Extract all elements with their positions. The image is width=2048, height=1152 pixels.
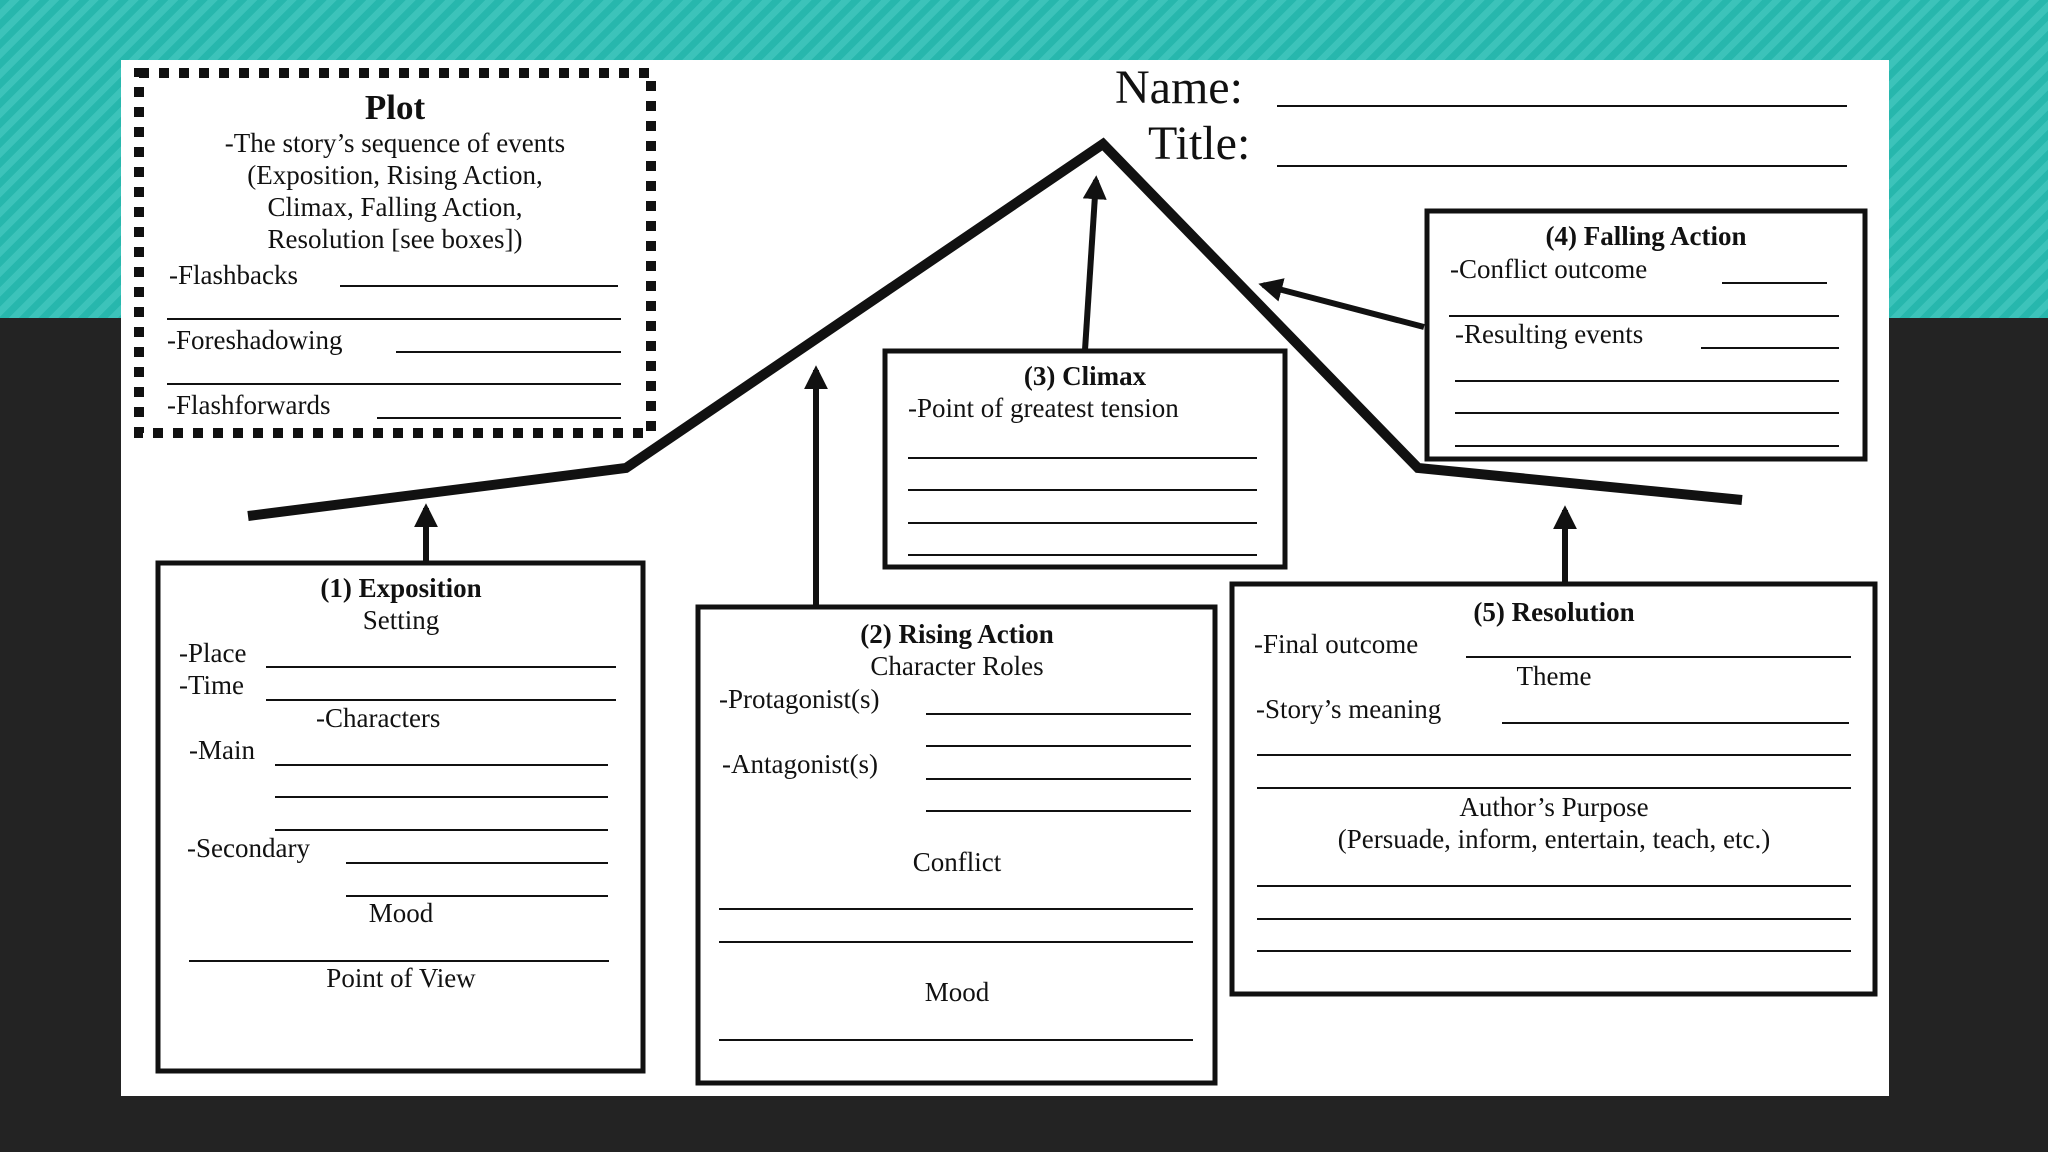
exposition-title: (1) Exposition [320, 573, 482, 603]
rising-action-antagonists: -Antagonist(s) [722, 749, 878, 779]
arrow-climax [1082, 175, 1107, 351]
plot-box-desc-line1: -The story’s sequence of events [224, 128, 566, 158]
climax-title: (3) Climax [1023, 361, 1147, 391]
exposition-secondary: -Secondary [187, 833, 310, 863]
title-label: Title: [1148, 117, 1251, 170]
plot-box-desc-line2: (Exposition, Rising Action, [247, 160, 543, 190]
plot-box-border [134, 68, 656, 438]
falling-action-title: (4) Falling Action [1545, 221, 1747, 251]
exposition-characters: -Characters [316, 703, 441, 733]
diagram-lines [134, 68, 1878, 1086]
rising-action-title: (2) Rising Action [860, 619, 1054, 649]
exposition-setting: Setting [362, 605, 440, 635]
climax-description: -Point of greatest tension [908, 393, 1179, 423]
resolution-title: (5) Resolution [1473, 597, 1635, 627]
resolution-theme: Theme [1516, 661, 1592, 691]
plot-diagram-worksheet: Name: Title: Plot -The story’s sequence … [121, 60, 1889, 1096]
arrow-falling-action [1258, 278, 1425, 330]
plot-box-title: Plot [364, 88, 426, 127]
exposition-main: -Main [189, 735, 255, 765]
resolution-purpose-examples: (Persuade, inform, entertain, teach, etc… [1337, 824, 1771, 854]
falling-action-resulting-events: -Resulting events [1455, 319, 1644, 349]
plot-box-desc-line4: Resolution [see boxes]) [267, 224, 523, 254]
name-label: Name: [1115, 61, 1243, 114]
exposition-place: -Place [179, 638, 247, 668]
plot-box-flashbacks: -Flashbacks [169, 260, 298, 290]
exposition-mood: Mood [368, 898, 434, 928]
plot-line [247, 137, 1743, 521]
falling-action-box-border [1424, 208, 1868, 462]
rising-action-character-roles: Character Roles [870, 651, 1044, 681]
resolution-final-outcome: -Final outcome [1254, 629, 1419, 659]
rising-action-box-border [695, 604, 1218, 1086]
resolution-story-meaning: -Story’s meaning [1256, 694, 1442, 724]
resolution-box-border [1229, 581, 1878, 997]
answer-lines [167, 105, 1851, 1041]
plot-box-desc-line3: Climax, Falling Action, [267, 192, 523, 222]
rising-action-protagonists: -Protagonist(s) [719, 684, 880, 714]
plot-box-foreshadowing: -Foreshadowing [167, 325, 343, 355]
rising-action-mood: Mood [924, 977, 990, 1007]
plot-box-flashforwards: -Flashforwards [167, 390, 331, 420]
falling-action-conflict-outcome: -Conflict outcome [1450, 254, 1648, 284]
climax-box-border [882, 348, 1288, 570]
exposition-point-of-view: Point of View [326, 963, 476, 993]
exposition-box-border [155, 560, 646, 1074]
exposition-time: -Time [179, 670, 245, 700]
resolution-authors-purpose: Author’s Purpose [1459, 792, 1649, 822]
rising-action-conflict: Conflict [912, 847, 1002, 877]
